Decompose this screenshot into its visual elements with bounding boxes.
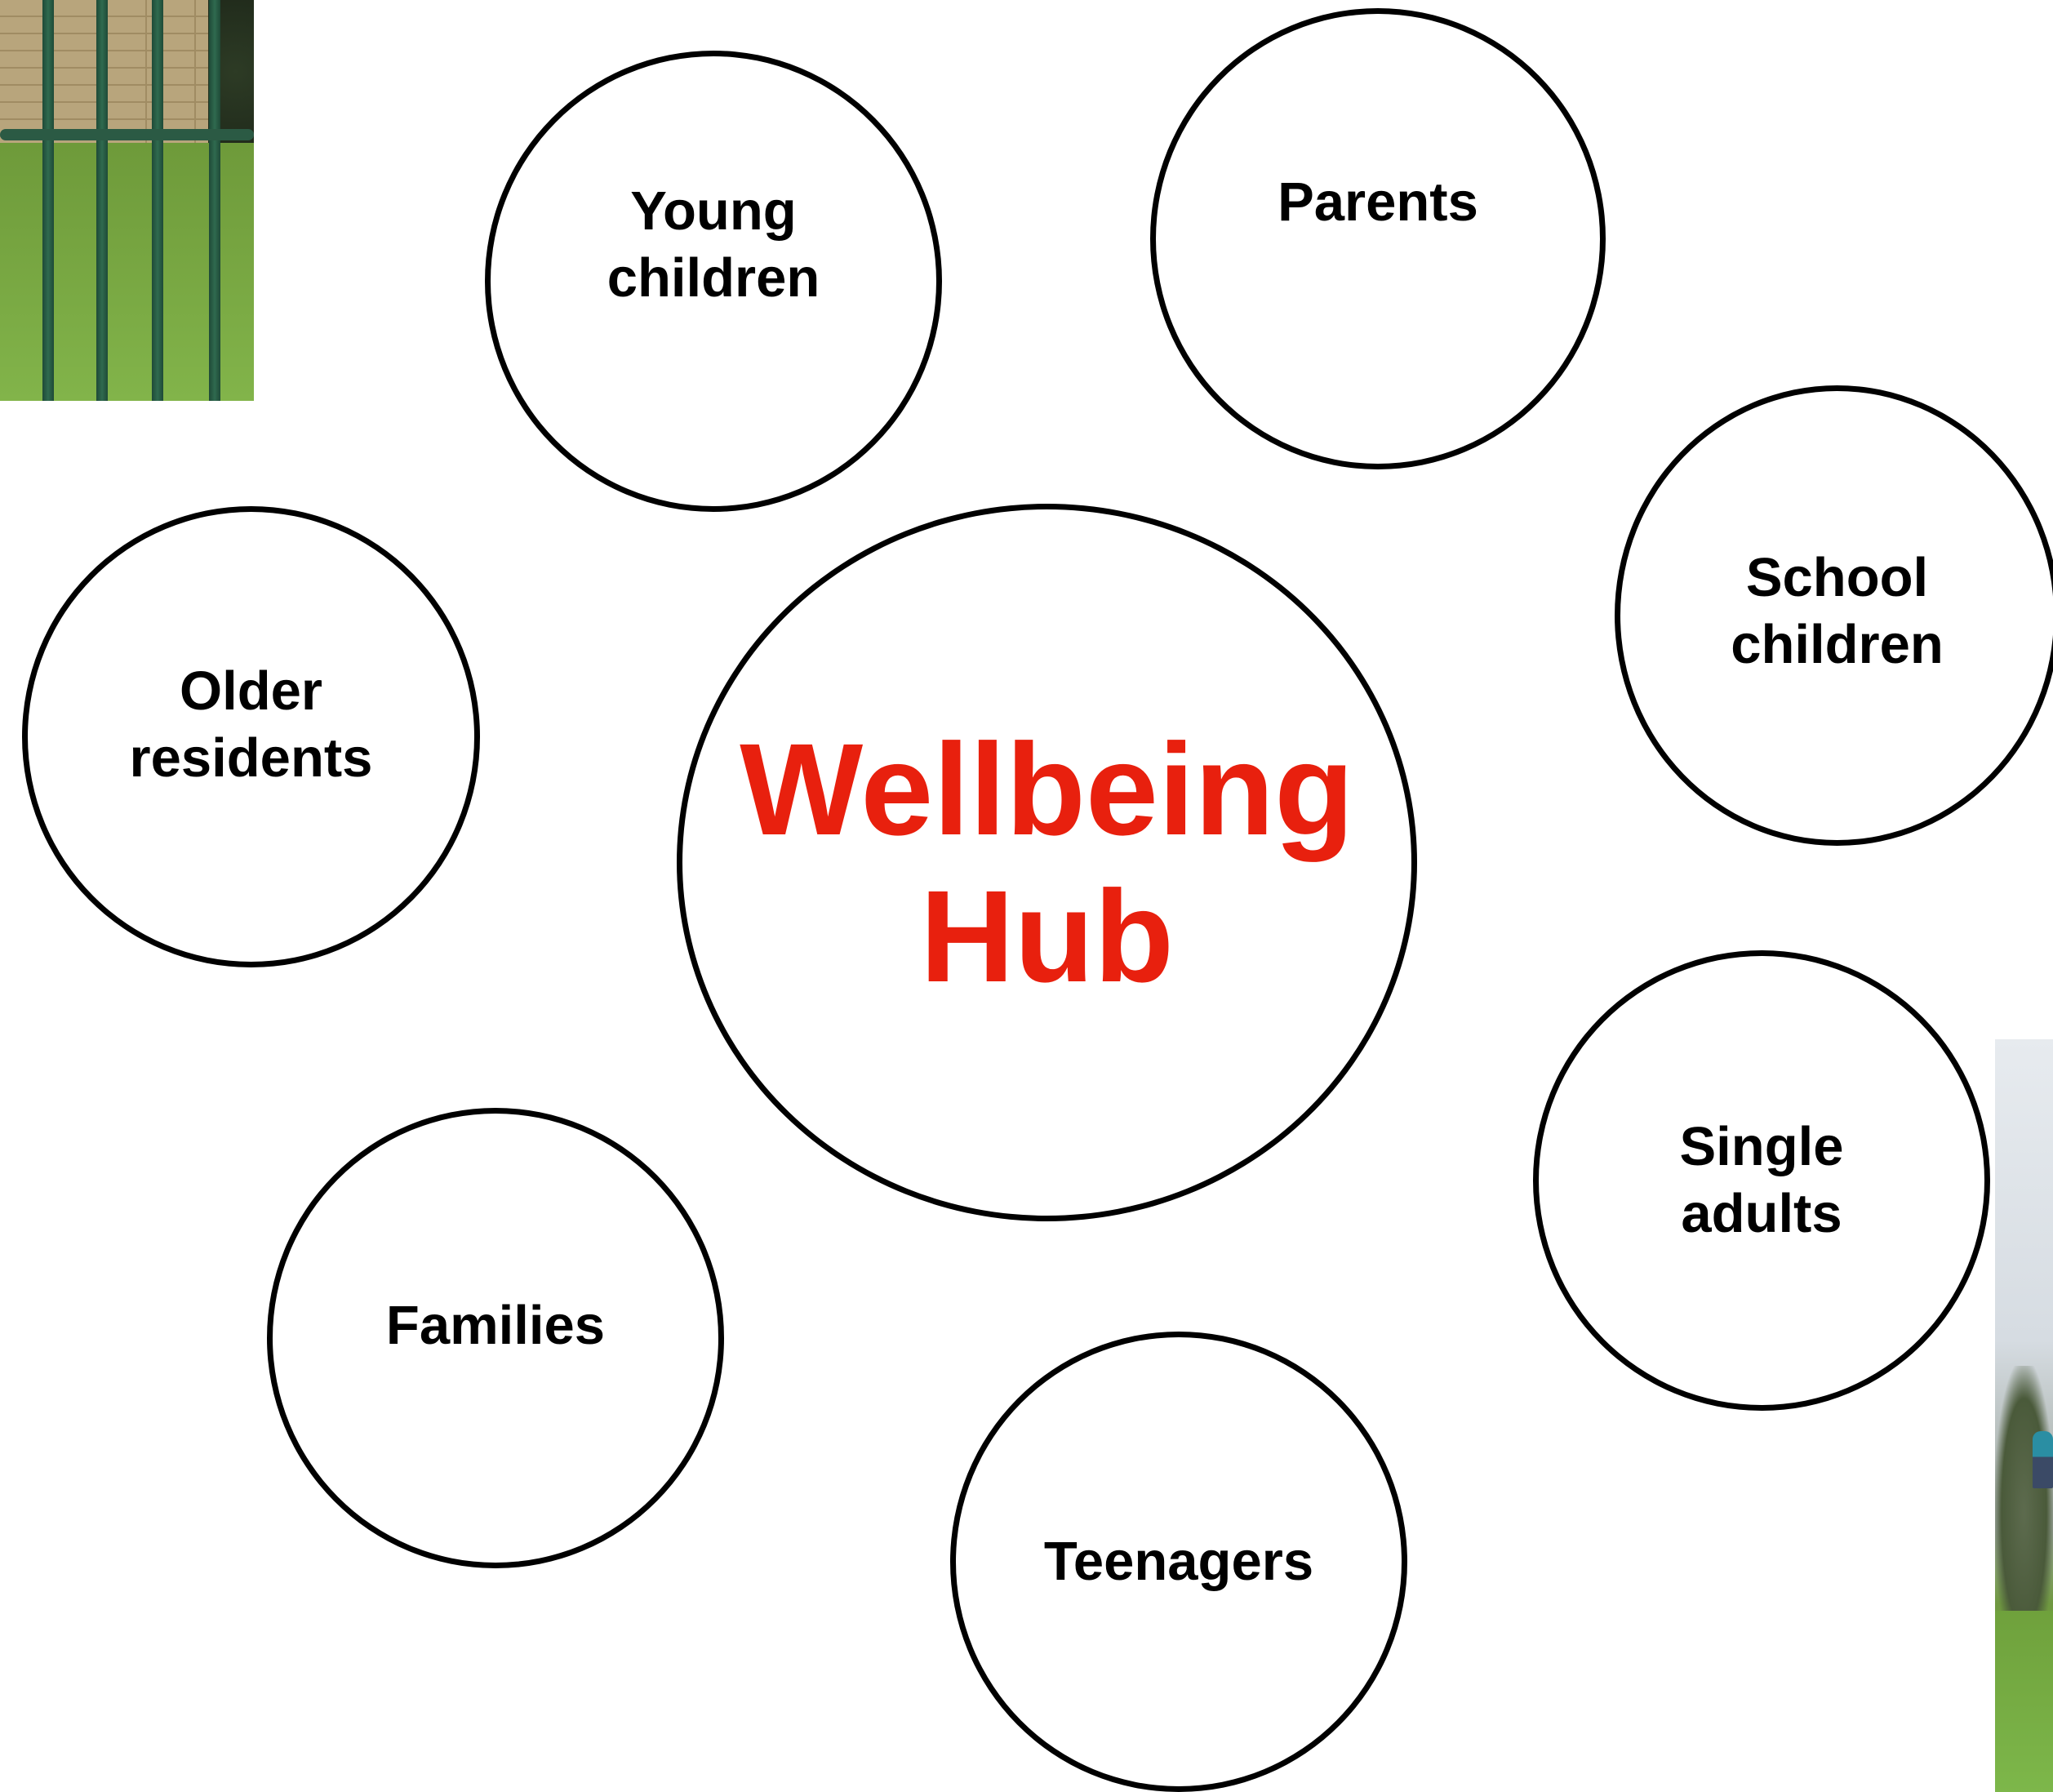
fence-bar [42,0,54,401]
hub-circle: Wellbeing Hub [677,504,1417,1221]
young-children-circle: Young children [485,51,942,512]
fence-rail [0,129,254,140]
older-residents-label: Older residents [129,660,373,789]
fence-bar [96,0,108,401]
school-children-label: School children [1731,547,1944,675]
person-image [2033,1431,2053,1488]
teenagers-circle: Teenagers [950,1332,1407,1792]
teenagers-label: Teenagers [1043,1531,1314,1592]
park-grass-image [1995,1611,2053,1792]
tree-image [1995,1366,2053,1611]
single-adults-label: Single adults [1679,1116,1844,1244]
fence-bar [152,0,163,401]
families-label: Families [385,1295,606,1356]
single-adults-circle: Single adults [1533,950,1990,1411]
school-children-circle: School children [1615,385,2053,846]
park-photo [1995,1039,2053,1792]
parents-label: Parents [1278,171,1478,233]
young-children-label: Young children [607,180,820,309]
hub-label: Wellbeing Hub [740,715,1354,1009]
parents-circle: Parents [1150,8,1606,469]
fence-bar [209,0,220,401]
older-residents-circle: Older residents [22,506,480,967]
fence-photo [0,0,254,401]
families-circle: Families [267,1108,724,1568]
